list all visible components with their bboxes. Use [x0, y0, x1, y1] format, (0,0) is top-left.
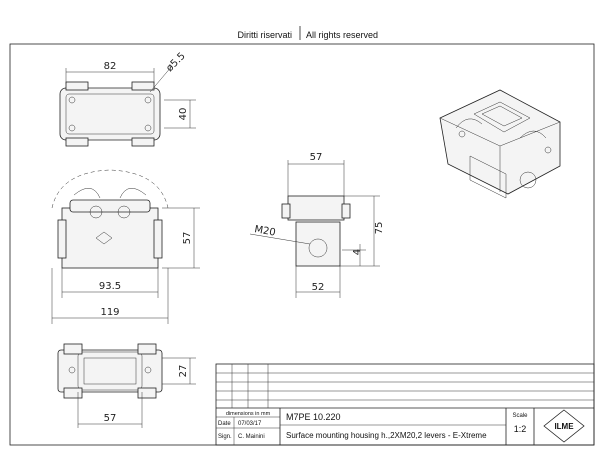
dim-top-height: 40 [178, 108, 189, 121]
product-description: Surface mounting housing h.,2XM20,2 leve… [286, 431, 487, 440]
dim-bottom-height: 27 [178, 365, 189, 378]
dim-front-height: 57 [182, 232, 193, 245]
date-value: 07/03/17 [238, 421, 262, 427]
top-view [59, 65, 196, 147]
dim-front-width-inner: 93.5 [99, 281, 121, 292]
dim-top-hole: ø5.5 [164, 51, 187, 74]
sign-label: Sign. [218, 434, 232, 440]
date-label: Date [218, 421, 231, 427]
front-view [51, 169, 200, 324]
rights-english: All rights reserved [306, 30, 378, 40]
dim-side-width-bottom: 52 [312, 282, 325, 293]
scale-value: 1:2 [514, 424, 527, 434]
scale-label: Scale [512, 413, 528, 419]
dim-side-height: 75 [374, 222, 385, 235]
ilme-logo: ILME [543, 409, 585, 443]
title-block [215, 363, 595, 446]
dim-side-thread: M20 [253, 224, 276, 239]
logo-text: ILME [554, 422, 574, 431]
isometric-view [439, 89, 561, 199]
units-note: dimensions in mm [226, 411, 271, 417]
bottom-view [57, 343, 196, 428]
dim-side-width-top: 57 [310, 152, 323, 163]
dim-top-width: 82 [104, 61, 117, 72]
rights-italian: Diritti riservati [237, 30, 292, 40]
dim-side-small: 4 [352, 249, 363, 255]
side-view [249, 160, 380, 298]
dim-front-width-outer: 119 [100, 307, 119, 318]
product-code: M7PE 10.220 [286, 412, 341, 422]
sign-value: C. Mainini [238, 434, 265, 440]
dim-bottom-width: 57 [104, 413, 117, 424]
